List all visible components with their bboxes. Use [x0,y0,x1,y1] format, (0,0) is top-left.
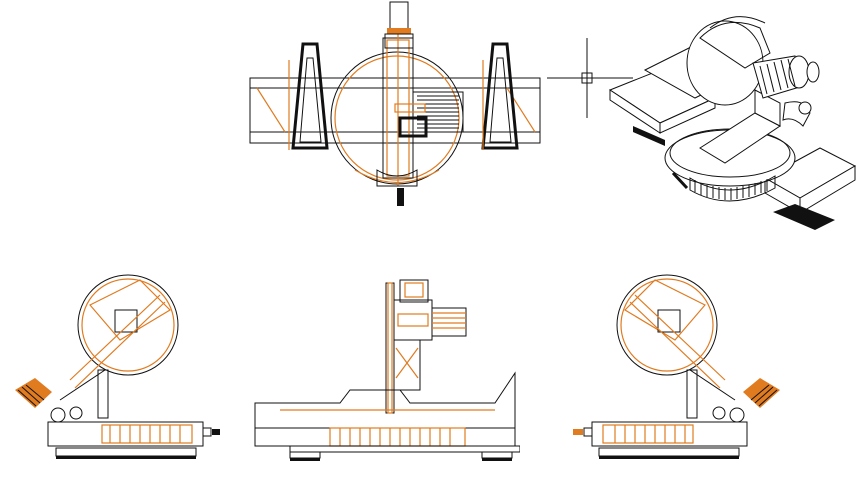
left-side-view [10,270,225,470]
left-side-view-drawing [15,274,220,459]
front-view-drawing [254,279,520,461]
isometric-view-drawing [608,16,857,230]
crosshair-cursor-icon [545,36,635,120]
right-side-view-drawing [573,274,780,459]
isometric-view [605,8,859,233]
top-view [245,0,545,210]
front-view [250,278,520,468]
right-side-view [570,270,785,470]
top-view-drawing [249,1,541,206]
